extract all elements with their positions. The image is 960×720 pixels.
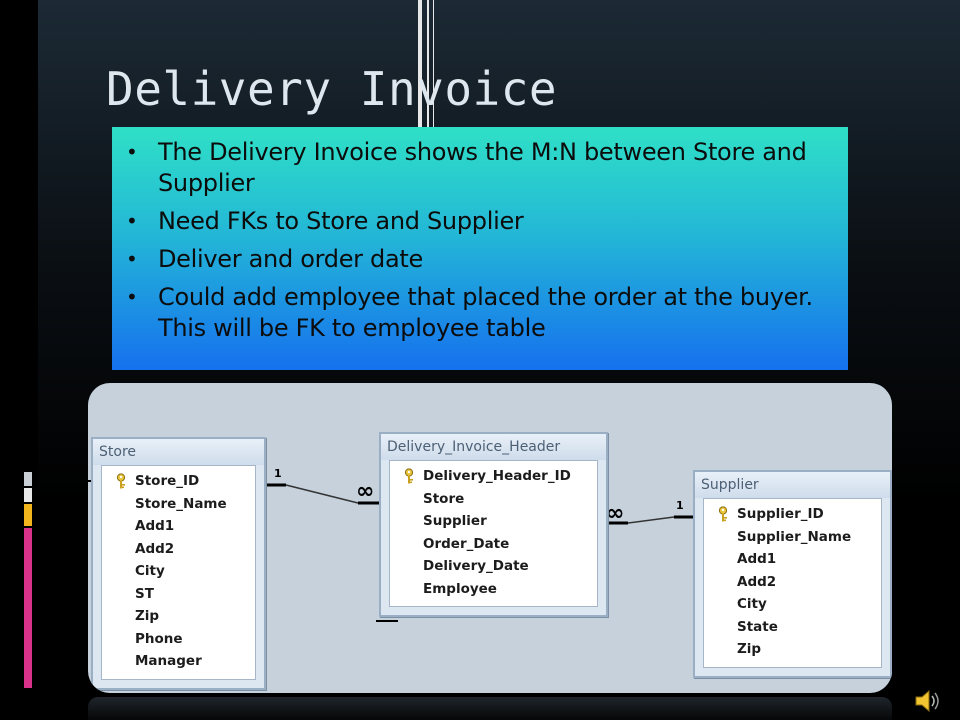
key-icon bbox=[404, 468, 414, 484]
field-row[interactable]: Phone bbox=[135, 630, 183, 647]
field-row[interactable]: Add2 bbox=[737, 573, 777, 590]
key-icon bbox=[116, 473, 126, 489]
bullet-item: Could add employee that placed the order… bbox=[120, 282, 830, 344]
speaker-icon[interactable] bbox=[912, 686, 942, 716]
table-delivery-invoice-header[interactable]: Delivery_Invoice_Header Delivery_Header_… bbox=[379, 432, 608, 617]
relationship-one-label: 1 bbox=[274, 467, 282, 480]
field-row[interactable]: Supplier_ID bbox=[704, 503, 881, 526]
bullet-item: The Delivery Invoice shows the M:N betwe… bbox=[120, 137, 830, 199]
left-margin bbox=[0, 0, 38, 720]
slide-title: Delivery Invoice bbox=[106, 62, 558, 116]
field-row[interactable]: Delivery_Date bbox=[423, 558, 529, 574]
field-row[interactable]: Store_ID bbox=[102, 470, 255, 493]
table-title: Store bbox=[93, 439, 264, 465]
field-row[interactable]: Zip bbox=[737, 641, 762, 657]
field-list: Supplier_ID Supplier_Name Add1 Add2 City… bbox=[703, 498, 882, 668]
field-row[interactable]: Employee bbox=[423, 580, 497, 597]
diagram-reflection bbox=[88, 697, 892, 720]
field-row[interactable]: ST bbox=[135, 585, 154, 602]
relationship-many-label: ∞ bbox=[356, 479, 375, 504]
field-row[interactable]: Add1 bbox=[737, 551, 777, 567]
field-list: Delivery_Header_ID Store Supplier Order_… bbox=[389, 460, 598, 607]
table-title: Delivery_Invoice_Header bbox=[381, 434, 606, 460]
accent-strip bbox=[24, 472, 32, 690]
field-row[interactable]: Zip bbox=[135, 608, 160, 624]
field-list: Store_ID Store_Name Add1 Add2 City ST Zi… bbox=[101, 465, 256, 680]
table-title: Supplier bbox=[695, 472, 890, 498]
field-row[interactable]: Manager bbox=[135, 653, 202, 669]
field-row[interactable]: City bbox=[737, 596, 767, 612]
bullet-panel: The Delivery Invoice shows the M:N betwe… bbox=[112, 127, 848, 370]
relationship-one-label: 1 bbox=[676, 499, 684, 512]
field-row[interactable]: Delivery_Header_ID bbox=[390, 465, 597, 488]
field-row[interactable]: Add1 bbox=[135, 518, 175, 534]
bullet-item: Need FKs to Store and Supplier bbox=[120, 206, 830, 237]
bullet-item: Deliver and order date bbox=[120, 244, 830, 275]
table-supplier[interactable]: Supplier Supplier_ID Supplier_Name Add1 … bbox=[693, 470, 892, 678]
table-store[interactable]: Store Store_ID Store_Name Add1 Add2 City… bbox=[91, 437, 266, 690]
field-row[interactable]: Store_Name bbox=[135, 495, 227, 512]
field-row[interactable]: Order_Date bbox=[423, 535, 510, 552]
field-row[interactable]: City bbox=[135, 563, 165, 579]
relationship-many-label: ∞ bbox=[606, 501, 625, 526]
field-row[interactable]: Store bbox=[423, 490, 465, 507]
relationship-diagram: 1 ∞ ∞ 1 Store Store_ID Store_Name Add1 A… bbox=[88, 383, 892, 693]
field-row[interactable]: Add2 bbox=[135, 540, 175, 557]
key-icon bbox=[718, 506, 728, 522]
corner-decoration bbox=[418, 0, 458, 130]
field-row[interactable]: Supplier_Name bbox=[737, 528, 852, 545]
field-row[interactable]: Supplier bbox=[423, 513, 487, 529]
field-row[interactable]: State bbox=[737, 618, 778, 635]
